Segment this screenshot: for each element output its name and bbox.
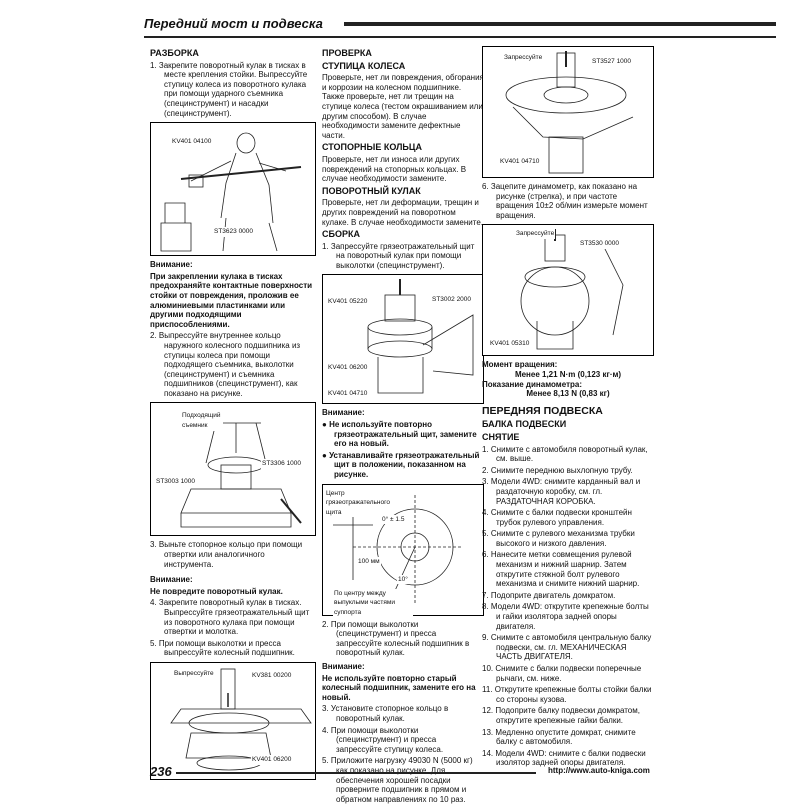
torque-label: Момент вращения: bbox=[482, 360, 558, 370]
tool-label: Подходящий съемник bbox=[181, 411, 223, 431]
tool-label: KV401 05220 bbox=[327, 297, 369, 308]
removal-step: 2. Снимите переднюю выхлопную трубу. bbox=[482, 465, 633, 475]
warning-title: Внимание: bbox=[322, 408, 365, 418]
tool-label: KV401 06200 bbox=[327, 363, 369, 374]
torque-value: Менее 1,21 N·m (0,123 кг·м) bbox=[514, 369, 622, 379]
step-1: 1. Запрессуйте грязеотражательный щит на… bbox=[322, 241, 475, 270]
warning-bullet-text: Не используйте повторно грязеотражательн… bbox=[329, 420, 477, 449]
warning-text: Не повредите поворотный кулак. bbox=[150, 586, 283, 596]
tool-label: Запрессуйте bbox=[503, 53, 544, 63]
dynamometer-label: Показание динамометра: bbox=[482, 379, 582, 389]
illustration-press-hub bbox=[505, 51, 634, 174]
annotation-label: 100 мм bbox=[357, 556, 381, 567]
step-4: 4. При помощи выколотки (специнструмент)… bbox=[322, 725, 444, 754]
section-title: Передний мост и подвеска bbox=[144, 16, 323, 31]
paragraph-knuckle: Проверьте, нет ли деформации, трещин и д… bbox=[322, 198, 483, 227]
removal-step: 4. Снимите с балки подвески кронштейн тр… bbox=[482, 508, 632, 527]
page-number: 236 bbox=[150, 764, 172, 779]
step-3: 3. Установите стопорное кольцо в поворот… bbox=[322, 704, 449, 723]
removal-step: 13. Медленно опустите домкрат, снимите б… bbox=[482, 727, 636, 747]
tool-label: KV401 04710 bbox=[327, 389, 369, 400]
tool-label: ST3527 1000 bbox=[591, 57, 633, 67]
header-underline bbox=[144, 36, 776, 38]
annotation-label: По центру между выпуклыми частями суппор… bbox=[333, 588, 413, 618]
tool-label: KV401 06200 bbox=[251, 755, 293, 765]
warning-title: Внимание: bbox=[322, 662, 365, 671]
annotation-label: 10° bbox=[397, 574, 409, 585]
removal-step: 12. Подоприте балку подвески домкратом, … bbox=[482, 706, 640, 725]
step-3: 3. Выньте стопорное кольцо при помощи от… bbox=[150, 540, 303, 569]
tool-label: Запрессуйте bbox=[515, 229, 556, 239]
step-4: 4. Закрепите поворотный кулак в тисках. … bbox=[150, 598, 310, 637]
tool-label: KV401 04710 bbox=[499, 157, 541, 167]
tool-label: ST3530 0000 bbox=[579, 239, 621, 249]
dynamometer-value: Менее 8,13 N (0,83 кг) bbox=[526, 389, 610, 399]
heading-front-suspension: ПЕРЕДНЯЯ ПОДВЕСКА bbox=[482, 404, 603, 417]
column-1: РАЗБОРКА 1. Закрепите поворотный кулак в… bbox=[150, 46, 316, 784]
heading-snap-rings: СТОПОРНЫЕ КОЛЬЦА bbox=[322, 142, 422, 153]
heading-suspension-member: БАЛКА ПОДВЕСКИ bbox=[482, 419, 567, 430]
header-rule bbox=[344, 22, 776, 26]
removal-step: 7. Подоприте двигатель домкратом. bbox=[482, 590, 616, 600]
heading-assembly: СБОРКА bbox=[322, 229, 360, 240]
warning-title: Внимание: bbox=[150, 575, 193, 585]
column-2: ПРОВЕРКА СТУПИЦА КОЛЕСА Проверьте, нет л… bbox=[322, 46, 484, 806]
heading-inspection: ПРОВЕРКА bbox=[322, 48, 372, 58]
figure-shield-position: Центр грязеотражательного щита 0° ± 1.5 … bbox=[322, 483, 484, 618]
heading-knuckle: ПОВОРОТНЫЙ КУЛАК bbox=[322, 185, 421, 196]
removal-steps: 1. Снимите с автомобиля поворотный кулак… bbox=[482, 445, 654, 768]
step-2: 2. При помощи выколотки (специнструмент)… bbox=[322, 619, 470, 658]
illustration-bearing-puller bbox=[180, 423, 302, 528]
warning-bullet: ● Устанавливайте грязеотражательный щит … bbox=[322, 450, 480, 480]
figure-press-bearing: Выпрессуйте KV381 00200 KV401 06200 bbox=[150, 662, 316, 780]
tool-label: ST3002 2000 bbox=[431, 295, 473, 306]
figure-torque-measure: Запрессуйте ST3530 0000 KV401 05310 bbox=[482, 224, 654, 357]
illustration-torque-measure bbox=[520, 229, 624, 350]
illustration-dust-shield bbox=[367, 279, 474, 394]
removal-step: 9. Снимите с автомобиля центральную балк… bbox=[482, 633, 652, 662]
tool-label: KV401 05310 bbox=[489, 339, 531, 349]
warning-bullet: ● Не используйте повторно грязеотражател… bbox=[322, 420, 477, 449]
step-6: 6. Зацепите динамометр, как показано на … bbox=[482, 182, 648, 220]
removal-step: 5. Снимите с рулевого механизма трубки в… bbox=[482, 529, 635, 548]
removal-step: 3. Модели 4WD: снимите карданный вал и р… bbox=[482, 477, 641, 506]
removal-step: 11. Открутите крепежные болты стойки бал… bbox=[482, 685, 652, 704]
column-3: Запрессуйте ST3527 1000 KV401 04710 6. З… bbox=[482, 46, 654, 770]
removal-step: 1. Снимите с автомобиля поворотный кулак… bbox=[482, 444, 648, 464]
removal-step: 8. Модели 4WD: открутите крепежные болты… bbox=[482, 602, 649, 631]
heading-disassembly: РАЗБОРКА bbox=[150, 48, 199, 58]
tool-label: ST3003 1000 bbox=[155, 477, 197, 488]
tool-label: ST3623 0000 bbox=[213, 227, 255, 237]
figure-dust-shield: KV401 05220 ST3002 2000 KV401 06200 KV40… bbox=[322, 274, 484, 405]
footer-url: http://www.auto-kniga.com bbox=[548, 766, 650, 775]
paragraph-snap-rings: Проверьте, нет ли износа или других повр… bbox=[322, 154, 467, 184]
step-1: 1. Закрепите поворотный кулак в тисках в… bbox=[150, 60, 308, 118]
warning-text: Не используйте повторно старый колесный … bbox=[322, 673, 476, 702]
step-5: 5. Приложите нагрузку 49030 N (5000 кг) … bbox=[322, 756, 473, 804]
tool-label: ST3306 1000 bbox=[261, 459, 303, 470]
removal-step: 6. Нанесите метки совмещения рулевой мех… bbox=[482, 550, 640, 589]
annotation-label: Центр грязеотражательного щита bbox=[325, 488, 391, 518]
removal-step: 14. Модели 4WD: снимите с балки подвески… bbox=[482, 748, 646, 768]
figure-hub-puller: KV401 04100 ST3623 0000 bbox=[150, 122, 316, 257]
tool-label: KV381 00200 bbox=[251, 671, 293, 681]
heading-wheel-hub: СТУПИЦА КОЛЕСА bbox=[322, 60, 406, 71]
warning-text: При закреплении кулака в тисках предохра… bbox=[150, 271, 313, 329]
paragraph-wheel-hub: Проверьте, нет ли повреждения, обгорания… bbox=[322, 73, 484, 140]
footer-rule bbox=[176, 772, 536, 774]
illustration-hub-puller bbox=[160, 132, 302, 252]
heading-removal: СНЯТИЕ bbox=[482, 431, 520, 442]
tool-label: Выпрессуйте bbox=[173, 669, 215, 679]
warning-title: Внимание: bbox=[150, 260, 193, 270]
step-5: 5. При помощи выколотки и пресса выпресс… bbox=[150, 638, 295, 658]
annotation-label: 0° ± 1.5 bbox=[381, 514, 406, 525]
removal-step: 10. Снимите с балки подвески поперечные … bbox=[482, 664, 642, 683]
figure-bearing-puller: Подходящий съемник ST3003 1000 ST3306 10… bbox=[150, 402, 316, 537]
illustration-shield-position bbox=[333, 494, 463, 605]
tool-label: KV401 04100 bbox=[171, 137, 213, 147]
figure-press-hub: Запрессуйте ST3527 1000 KV401 04710 bbox=[482, 46, 654, 178]
page-header: Передний мост и подвеска bbox=[144, 14, 776, 44]
step-2: 2. Выпрессуйте внутреннее кольцо наружно… bbox=[150, 331, 301, 398]
warning-bullet-text: Устанавливайте грязеотражательный щит в … bbox=[329, 450, 480, 480]
